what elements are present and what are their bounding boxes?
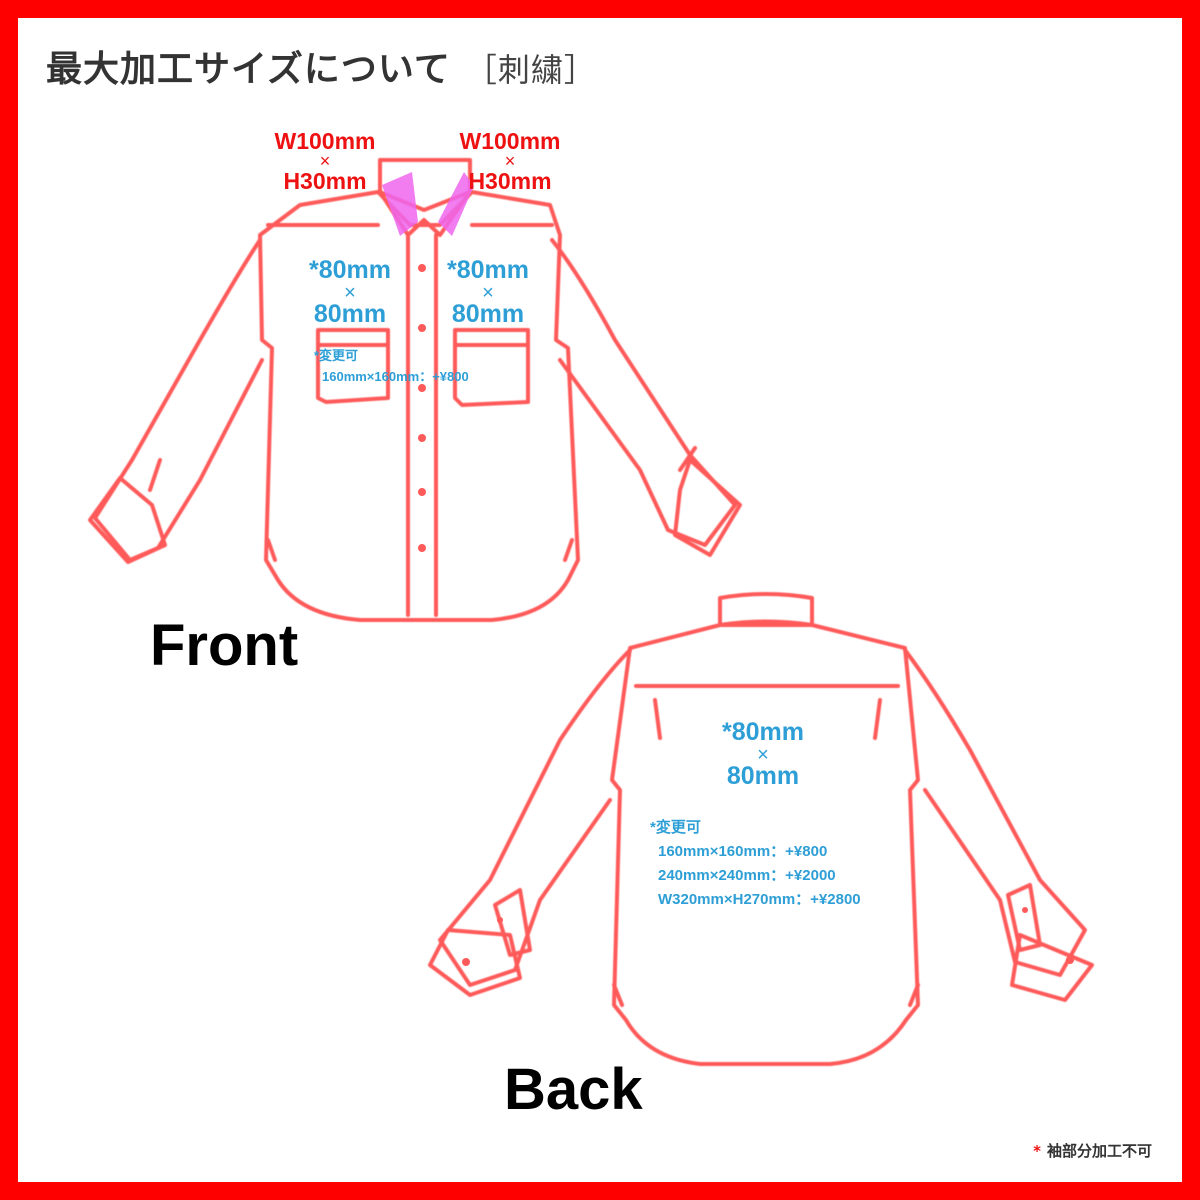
collar-left-width: W100mm: [274, 128, 376, 154]
footnote-text: 袖部分加工不可: [1046, 1142, 1152, 1160]
collar-right-width: W100mm: [459, 128, 561, 154]
back-label: Back: [504, 1057, 643, 1122]
chest-left-times: ×: [344, 281, 356, 304]
collar-left-height: H30mm: [283, 167, 367, 194]
front-right-sleeve: [550, 238, 737, 547]
chest-left-height: 80mm: [313, 299, 387, 328]
collar-left-area: [382, 172, 418, 236]
sleeve-footnote: * 袖部分加工不可: [1033, 1140, 1152, 1161]
collar-left-times: ×: [319, 151, 331, 172]
collar-right-height: H30mm: [468, 167, 552, 194]
back-left-sleeve: [438, 648, 632, 987]
front-collar-outline: [378, 158, 472, 237]
chest-right-size: *80mm × 80mm: [438, 256, 538, 328]
back-change-note: *変更可 160mm×160mm：+¥800 240mm×240mm：+¥200…: [650, 816, 861, 912]
back-center-times: ×: [757, 743, 769, 766]
collar-right-times: ×: [504, 151, 516, 172]
front-note-option: 160mm×160mm：+¥800: [322, 368, 469, 384]
chest-right-height: 80mm: [451, 299, 525, 328]
back-shirt-drawing: [428, 592, 1094, 1066]
front-change-note: *変更可 160mm×160mm：+¥800: [314, 346, 469, 388]
chest-left-width: *80mm: [309, 256, 391, 284]
chest-left-size: *80mm × 80mm: [300, 256, 400, 328]
back-buttons: [462, 907, 1074, 966]
back-note-option-1: 160mm×160mm：+¥800: [658, 843, 828, 860]
front-right-pocket: [453, 328, 530, 407]
back-note-title: *変更可: [650, 819, 701, 836]
front-buttons: [418, 264, 426, 552]
chest-right-times: ×: [482, 281, 494, 304]
page-title: 最大加工サイズについて ［刺繍］: [46, 40, 597, 92]
front-left-pocket: [316, 328, 390, 404]
collar-right-size: W100mm × H30mm: [448, 128, 572, 194]
back-right-sleeve: [903, 648, 1087, 977]
back-collar-outline: [718, 592, 814, 627]
back-center-size: *80mm × 80mm: [708, 718, 818, 790]
back-note-option-2: 240mm×240mm：+¥2000: [658, 867, 836, 884]
title-tag: ［刺繍］: [464, 51, 597, 89]
front-body-outline: [258, 190, 580, 622]
front-label: Front: [150, 613, 299, 678]
back-note-option-3: W320mm×H270mm：+¥2800: [658, 891, 861, 908]
back-center-width: *80mm: [722, 718, 804, 746]
front-left-sleeve: [93, 238, 264, 562]
footnote-mark: *: [1033, 1142, 1041, 1160]
title-main: 最大加工サイズについて: [46, 49, 451, 90]
chest-right-width: *80mm: [447, 256, 529, 284]
collar-left-size: W100mm × H30mm: [263, 128, 387, 194]
front-shirt-drawing: [88, 158, 742, 622]
back-body-outline: [610, 623, 920, 1066]
collar-right-area: [438, 172, 474, 236]
back-center-height: 80mm: [726, 761, 800, 790]
front-note-title: *変更可: [314, 348, 359, 363]
